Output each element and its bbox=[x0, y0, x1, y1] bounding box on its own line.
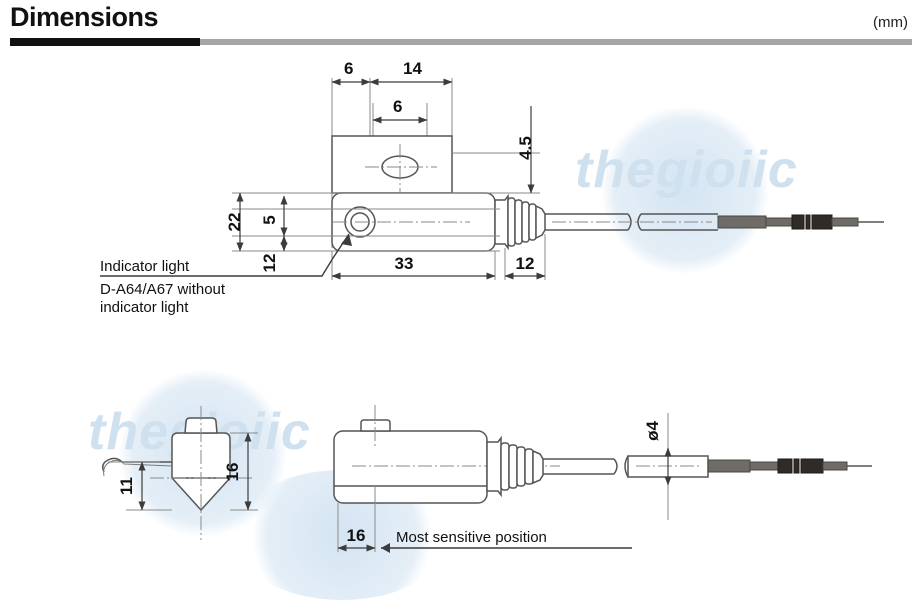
dim-label-16w: 16 bbox=[347, 526, 366, 545]
front-view-body bbox=[333, 405, 560, 504]
dim-label-5: 5 bbox=[260, 215, 279, 224]
page-header: Dimensions (mm) bbox=[0, 0, 922, 48]
front-cable-segment2 bbox=[624, 455, 709, 478]
end-view-bottom-left: 11 16 bbox=[101, 406, 258, 540]
annotation-most-sensitive-position: Most sensitive position bbox=[396, 529, 547, 546]
mounting-tab bbox=[331, 135, 453, 220]
unit-label: (mm) bbox=[873, 14, 908, 31]
dim-label-16h: 16 bbox=[223, 463, 242, 482]
dim-11: 11 bbox=[108, 461, 172, 511]
dim-hole-width: 6 bbox=[372, 97, 428, 124]
dim-label-12b: 12 bbox=[516, 254, 535, 273]
sensor-body bbox=[331, 192, 496, 252]
dim-left-stack: 22 5 12 bbox=[225, 192, 500, 273]
header-rule-dark bbox=[10, 38, 200, 46]
dim-diameter-4: ø4 bbox=[643, 413, 672, 520]
dim-label-22: 22 bbox=[225, 213, 244, 232]
annotation-indicator-light: Indicator light bbox=[100, 258, 190, 275]
page-title: Dimensions bbox=[10, 2, 159, 32]
indicator-light-annotation: Indicator light D-A64/A67 without indica… bbox=[100, 233, 352, 316]
dim-label-12: 12 bbox=[260, 254, 279, 273]
dim-16-and-annotation: 16 Most sensitive position bbox=[337, 486, 632, 553]
front-cable-segment bbox=[543, 458, 618, 475]
cable-segment bbox=[552, 213, 718, 231]
mounting-clip bbox=[101, 457, 173, 477]
header-rule-light bbox=[200, 39, 912, 45]
side-view-top: 6 14 6 4.5 bbox=[100, 59, 884, 316]
dim-label-4-5: 4.5 bbox=[516, 136, 535, 160]
dim-label-11: 11 bbox=[117, 477, 136, 495]
dim-label-6b: 6 bbox=[393, 97, 402, 116]
dim-top-chain: 6 14 bbox=[331, 59, 453, 86]
front-view-bottom: ø4 16 Most sensitive position bbox=[333, 405, 872, 553]
dim-label-33: 33 bbox=[395, 254, 414, 273]
cable-connector bbox=[717, 214, 884, 230]
dim-label-6a: 6 bbox=[344, 59, 353, 78]
end-view-outline bbox=[150, 406, 252, 540]
front-cable-connector bbox=[707, 458, 872, 474]
annotation-model-line2: indicator light bbox=[100, 299, 189, 316]
dim-bottom-chain: 33 12 bbox=[331, 234, 546, 280]
dim-16-height: 16 bbox=[223, 432, 258, 511]
dim-label-dia4: ø4 bbox=[643, 421, 662, 441]
strain-relief bbox=[494, 193, 546, 251]
dim-label-14: 14 bbox=[403, 59, 422, 78]
drawing-canvas: .ol { fill:none; stroke:#555; stroke-wid… bbox=[0, 48, 922, 555]
dim-4-5: 4.5 bbox=[452, 106, 540, 194]
front-strain-relief bbox=[486, 435, 544, 498]
annotation-model-line1: D-A64/A67 without bbox=[100, 281, 226, 298]
